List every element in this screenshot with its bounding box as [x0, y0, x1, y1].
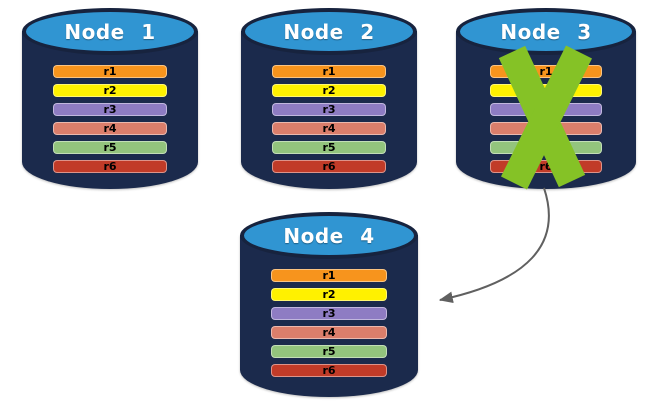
node-label: Node 2: [283, 19, 375, 44]
cylinder-top: Node 4: [240, 212, 418, 259]
replica-bar-r3: r3: [271, 307, 387, 320]
replica-label: r4: [103, 122, 117, 135]
replica-label: r5: [322, 345, 336, 358]
replica-label: r4: [322, 326, 336, 339]
failure-x-icon: [498, 45, 592, 190]
replica-label: r1: [322, 65, 336, 78]
replica-bar-r5: r5: [271, 345, 387, 358]
node-label: Node 4: [283, 223, 375, 248]
replica-label: r1: [539, 65, 553, 78]
replica-label: r2: [103, 84, 117, 97]
replica-bar-r4: r4: [53, 122, 167, 135]
replica-bar-r2: r2: [53, 84, 167, 97]
replica-list: r1 r2 r3 r4 r5 r6: [53, 65, 167, 179]
replica-label: r1: [322, 269, 336, 282]
replica-label: r3: [322, 307, 336, 320]
replica-bar-r1: r1: [272, 65, 386, 78]
replica-label: r2: [322, 288, 336, 301]
replica-label: r6: [322, 160, 336, 173]
node-1: Node 1 r1 r2 r3 r4 r5 r6: [22, 8, 198, 189]
cylinder-top: Node 3: [456, 8, 636, 55]
replica-list: r1 r2 r3 r4 r5 r6: [272, 65, 386, 179]
replica-label: r3: [103, 103, 117, 116]
replica-label: r6: [103, 160, 117, 173]
replica-bar-r4: r4: [272, 122, 386, 135]
replica-bar-r1: r1: [53, 65, 167, 78]
replica-bar-r2: r2: [272, 84, 386, 97]
replica-bar-r6: r6: [53, 160, 167, 173]
replica-bar-r2: r2: [271, 288, 387, 301]
replica-bar-r5: r5: [272, 141, 386, 154]
failover-arrow: [438, 187, 550, 304]
replica-list: r1 r2 r3 r4 r5 r6: [271, 269, 387, 383]
replica-label: r4: [322, 122, 336, 135]
replica-label: r3: [322, 103, 336, 116]
replica-label: r5: [322, 141, 336, 154]
node-label: Node 1: [64, 19, 156, 44]
replica-label: r6: [539, 160, 553, 173]
replica-bar-r3: r3: [272, 103, 386, 116]
replica-bar-r1: r1: [271, 269, 387, 282]
replica-bar-r5: r5: [53, 141, 167, 154]
replica-label: r5: [103, 141, 117, 154]
node-label: Node 3: [500, 19, 592, 44]
replica-label: r1: [103, 65, 117, 78]
node-2: Node 2 r1 r2 r3 r4 r5 r6: [241, 8, 417, 189]
node-3: Node 3 r1 r2 r3 r4 r5 r6: [456, 8, 636, 190]
replica-bar-r4: r4: [271, 326, 387, 339]
replica-bar-r6: r6: [272, 160, 386, 173]
replica-bar-r3: r3: [53, 103, 167, 116]
cylinder-top: Node 1: [22, 8, 198, 55]
node-4: Node 4 r1 r2 r3 r4 r5 r6: [240, 212, 418, 397]
replica-label: r6: [322, 364, 336, 377]
replica-label: r2: [322, 84, 336, 97]
replica-bar-r6: r6: [271, 364, 387, 377]
cylinder-top: Node 2: [241, 8, 417, 55]
